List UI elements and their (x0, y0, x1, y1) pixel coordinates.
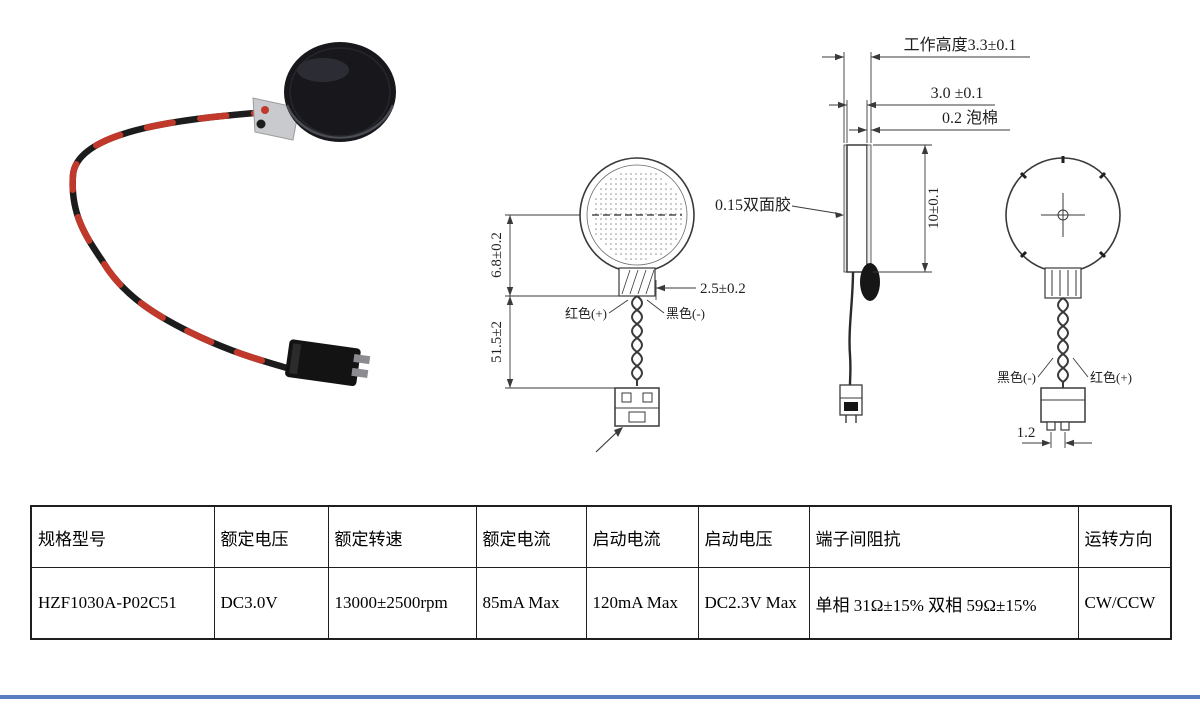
spec-table-header-row: 规格型号 额定电压 额定转速 额定电流 启动电流 启动电压 端子间阻抗 运转方向 (30, 505, 1172, 568)
col-header-rated-voltage: 额定电压 (213, 505, 329, 568)
side-label-adhesive: 0.15双面胶 (715, 196, 791, 214)
photo-red-solder-dot (261, 106, 269, 114)
photo-connector (285, 339, 371, 387)
front-dim-lead-length: 51.5±2 (489, 321, 505, 363)
photo-connector-pin (353, 354, 371, 365)
bottom-divider-rule (0, 695, 1200, 699)
front-connector (614, 387, 660, 427)
motor-photo-illustration (69, 42, 396, 387)
spec-start-current: 120mA Max (585, 567, 699, 640)
product-photo (15, 10, 445, 440)
spec-start-voltage: DC2.3V Max (697, 567, 810, 640)
back-dim-pin-pitch: 1.2 (1017, 425, 1036, 441)
front-terminal-neck (618, 267, 656, 297)
front-dim-body-height: 6.8±0.2 (489, 232, 505, 278)
back-twisted-wire (1057, 297, 1069, 389)
spec-table-data-row: HZF1030A-P02C51 DC3.0V 13000±2500rpm 85m… (30, 567, 1172, 640)
photo-motor-disc (284, 42, 396, 142)
col-header-start-voltage: 启动电压 (697, 505, 810, 568)
side-dimensions: 工作高度3.3±0.1 3.0 ±0.1 0.2 泡棉 (715, 36, 1030, 273)
back-rim-ticks (1019, 156, 1107, 259)
back-connector-pin (1060, 421, 1070, 431)
front-twisted-wire (631, 295, 643, 387)
side-lead-wire (848, 271, 855, 386)
front-label-red-wire: 红色(+) (565, 306, 607, 321)
spec-table: 规格型号 额定电压 额定转速 额定电流 启动电流 启动电压 端子间阻抗 运转方向… (30, 505, 1172, 640)
side-dim-body-thickness: 3.0 ±0.1 (931, 85, 984, 102)
side-motor-body (846, 144, 868, 273)
back-wire-labels: 黑色(-) 红色(+) (997, 357, 1132, 385)
back-center-crosshair (1041, 193, 1085, 237)
front-face-stipple (595, 173, 682, 260)
spec-rated-current: 85mA Max (475, 567, 587, 640)
front-dimensions: 6.8±0.2 51.5±2 2.5±0.2 (489, 214, 746, 389)
side-connector (839, 384, 863, 423)
back-label-black-wire: 黑色(-) (997, 370, 1036, 385)
drawing-views: 6.8±0.2 51.5±2 2.5±0.2 红色(+) 黑色(-) (489, 36, 1132, 453)
side-view: 工作高度3.3±0.1 3.0 ±0.1 0.2 泡棉 (715, 36, 1030, 423)
spec-model: HZF1030A-P02C51 (30, 567, 215, 640)
col-header-rotation-direction: 运转方向 (1077, 505, 1172, 568)
photo-connector-pin (351, 367, 369, 379)
back-terminal-neck (1044, 267, 1082, 299)
side-rubber-boot (860, 263, 880, 301)
spec-terminal-impedance: 单相 31Ω±15% 双相 59Ω±15% (808, 567, 1079, 640)
photo-lead-wires (69, 108, 291, 372)
spec-rated-speed: 13000±2500rpm (327, 567, 477, 640)
photo-black-solder-dot (256, 119, 266, 129)
front-connector-pointer-arrow (595, 427, 623, 453)
back-connector (1040, 387, 1086, 431)
side-foam-layer (866, 144, 872, 273)
back-connector-pin (1046, 421, 1056, 431)
back-label-red-wire: 红色(+) (1090, 370, 1132, 385)
spec-rated-voltage: DC3.0V (213, 567, 329, 640)
col-header-terminal-impedance: 端子间阻抗 (808, 505, 1079, 568)
engineering-drawings: 6.8±0.2 51.5±2 2.5±0.2 红色(+) 黑色(-) (470, 0, 1200, 480)
front-view: 6.8±0.2 51.5±2 2.5±0.2 红色(+) 黑色(-) (489, 157, 746, 453)
front-wire-labels: 红色(+) 黑色(-) (565, 299, 705, 321)
col-header-start-current: 启动电流 (585, 505, 699, 568)
front-label-black-wire: 黑色(-) (666, 306, 705, 321)
col-header-rated-current: 额定电流 (475, 505, 587, 568)
spec-rotation-direction: CW/CCW (1077, 567, 1172, 640)
side-dim-total-height: 工作高度3.3±0.1 (904, 36, 1017, 54)
side-dim-diameter: 10±0.1 (926, 187, 942, 229)
front-dim-lead-offset: 2.5±0.2 (700, 281, 746, 297)
col-header-model: 规格型号 (30, 505, 215, 568)
back-dim-pin-pitch-group: 1.2 (1017, 425, 1092, 448)
side-dim-foam: 0.2 泡棉 (942, 109, 998, 127)
col-header-rated-speed: 额定转速 (327, 505, 477, 568)
back-view: 黑色(-) 红色(+) 1.2 (997, 156, 1132, 448)
